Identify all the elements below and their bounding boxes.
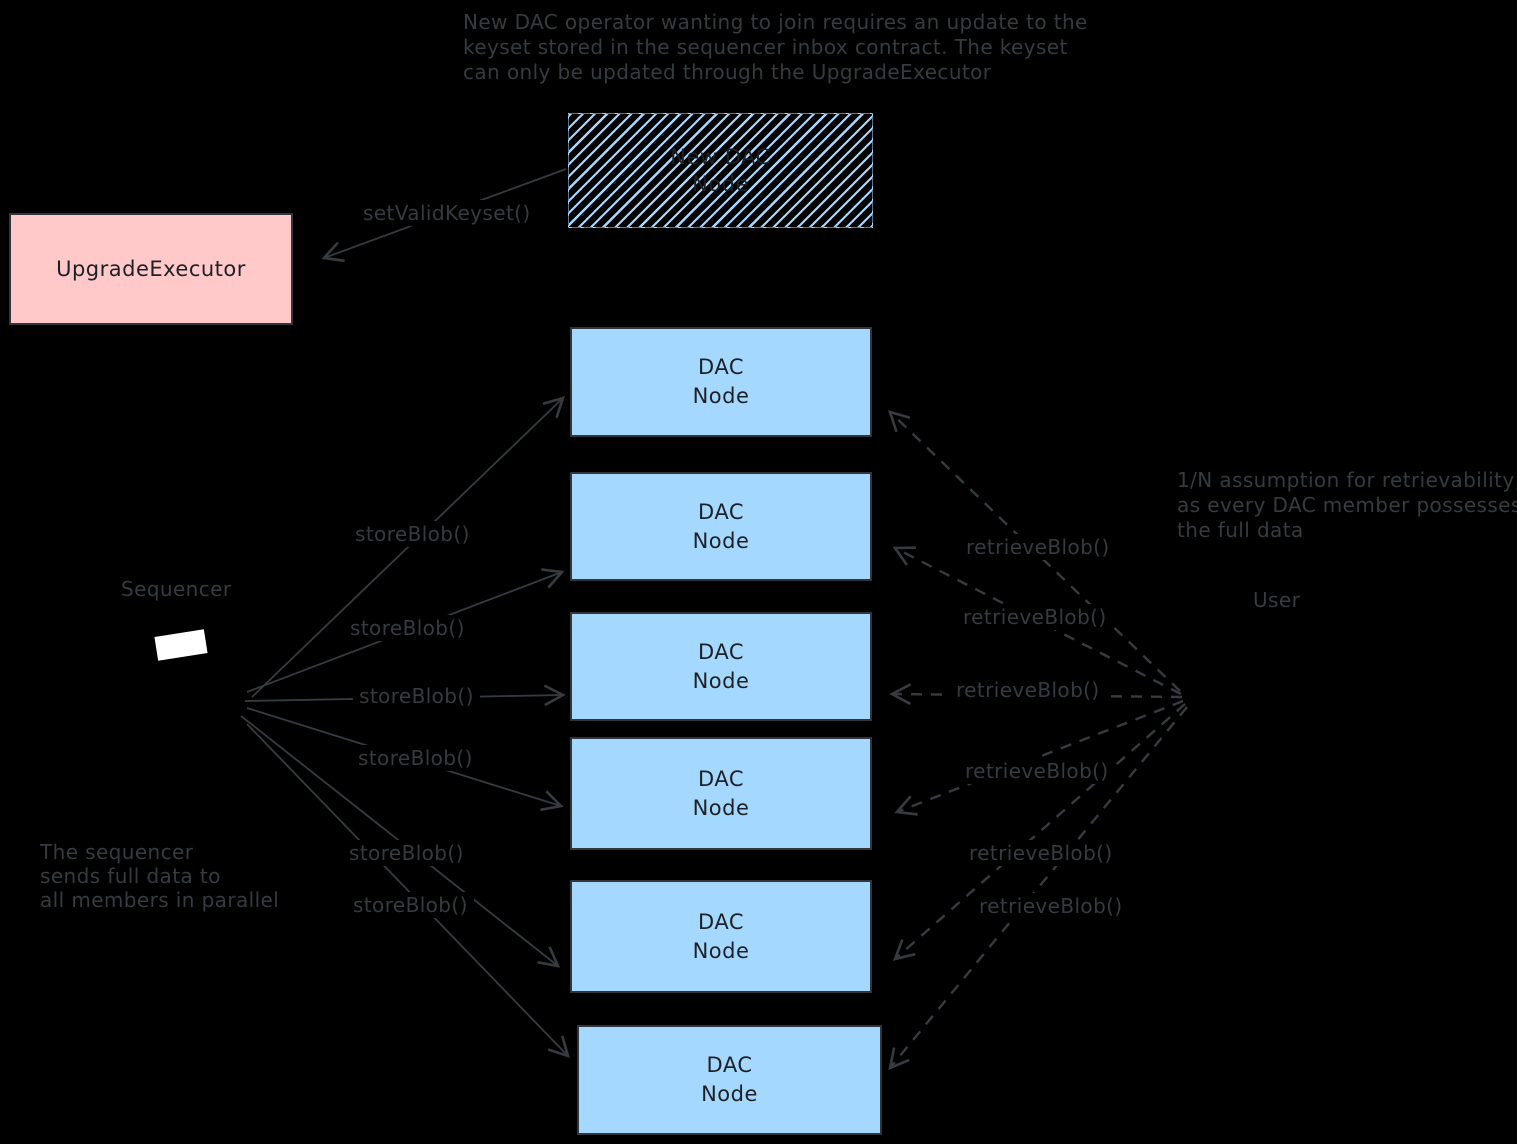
note-keyset: New DAC operator wanting to join require…	[463, 10, 1088, 85]
note-parallel-line: all members in parallel	[40, 888, 280, 912]
dac-node-label: DAC	[698, 766, 744, 791]
retrieve-arrow-5	[888, 706, 1188, 1071]
upgrade-executor-label: UpgradeExecutor	[56, 257, 246, 281]
retrieve-blob-label: retrieveBlob()	[957, 604, 1113, 630]
store-blob-label: storeBlob()	[343, 840, 470, 866]
store-blob-label: storeBlob()	[353, 683, 480, 709]
retrieve-arrow-3	[894, 699, 1184, 816]
user-label: User	[1253, 588, 1301, 612]
note-keyset-line: keyset stored in the sequencer inbox con…	[463, 35, 1068, 59]
dac-node-box: DAC Node	[570, 472, 872, 581]
note-retrievability-line: as every DAC member possesses	[1177, 493, 1517, 517]
dac-node-box: DAC Node	[570, 612, 872, 721]
note-parallel: The sequencer sends full data to all mem…	[40, 840, 279, 912]
dac-node-label: Node	[692, 668, 750, 693]
new-dac-node-box: New DAC Node	[568, 113, 873, 228]
store-blob-label: storeBlob()	[344, 615, 471, 641]
retrieve-blob-label: retrieveBlob()	[950, 677, 1106, 703]
store-blob-label: storeBlob()	[349, 521, 476, 547]
store-arrow-0	[251, 396, 566, 698]
note-parallel-line: The sequencer	[40, 840, 194, 864]
retrieve-blob-label: retrieveBlob()	[960, 534, 1116, 560]
dac-node-box: DAC Node	[570, 327, 872, 437]
new-dac-node-label: New DAC	[670, 144, 771, 169]
dac-node-label: DAC	[706, 1053, 753, 1077]
note-keyset-line: New DAC operator wanting to join require…	[463, 10, 1088, 34]
dac-node-label: DAC	[698, 355, 744, 379]
set-valid-keyset-label: setValidKeyset()	[357, 200, 537, 226]
note-retrievability-line: 1/N assumption for retrievability,	[1177, 468, 1517, 492]
store-blob-label: storeBlob()	[347, 892, 474, 918]
dac-node-label: Node	[692, 938, 750, 963]
dac-node-label: Node	[692, 528, 750, 553]
note-parallel-line: sends full data to	[40, 864, 221, 888]
dac-node-label: DAC	[698, 909, 744, 934]
dac-node-box: DAC Node	[577, 1025, 882, 1135]
dac-node-box: DAC Node	[570, 737, 872, 850]
retrieve-blob-label: retrieveBlob()	[973, 893, 1129, 919]
retrieve-blob-label: retrieveBlob()	[959, 758, 1115, 784]
dac-node-label: DAC	[698, 499, 744, 524]
store-blob-label: storeBlob()	[352, 745, 479, 771]
retrieve-arrow-4	[892, 703, 1186, 961]
store-arrow-5	[246, 723, 570, 1058]
new-dac-node-label: Node	[692, 171, 749, 196]
dac-node-label: DAC	[698, 639, 744, 664]
dac-node-label: Node	[701, 1082, 758, 1106]
note-keyset-line: can only be updated through the UpgradeE…	[463, 60, 992, 84]
upgrade-executor-box: UpgradeExecutor	[9, 213, 293, 325]
dac-node-box: DAC Node	[570, 880, 872, 993]
dac-node-label: Node	[692, 384, 750, 408]
note-retrievability-line: the full data	[1177, 518, 1304, 542]
dac-node-label: Node	[692, 795, 750, 820]
note-retrievability: 1/N assumption for retrievability, as ev…	[1177, 468, 1517, 543]
retrieve-blob-label: retrieveBlob()	[963, 840, 1119, 866]
sequencer-label: Sequencer	[121, 577, 232, 601]
